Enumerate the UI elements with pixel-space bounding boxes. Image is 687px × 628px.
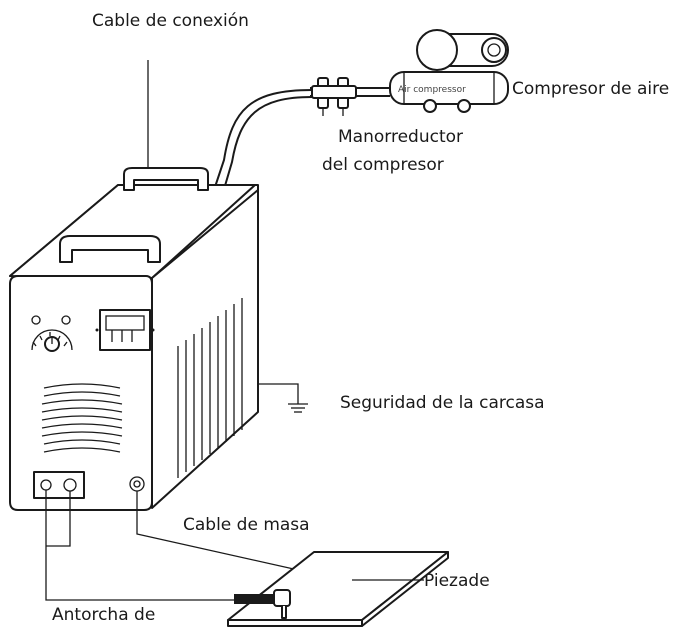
workpiece-plate-icon <box>227 551 449 627</box>
label-casing-safety: Seguridad de la carcasa <box>340 393 545 413</box>
side-vent-grille <box>177 298 243 478</box>
indicator-light-right-icon <box>61 315 71 325</box>
pressure-regulator-icon <box>310 77 390 116</box>
label-torch: Antorcha de <box>52 605 155 625</box>
torch-cable-branch <box>46 491 71 547</box>
current-knob-icon <box>31 329 73 352</box>
label-connection-cable: Cable de conexión <box>92 11 249 31</box>
compressor-tank-text: Air compressor <box>398 85 466 95</box>
torch-cable <box>45 490 236 601</box>
label-regulator-line1: Manorreductor <box>338 127 463 147</box>
air-compressor-icon: Air compressor <box>389 29 509 113</box>
label-ground-cable: Cable de masa <box>183 515 310 535</box>
front-vent-grille <box>41 383 123 453</box>
indicator-light-left-icon <box>31 315 41 325</box>
ground-symbol-icon <box>258 383 308 413</box>
air-hose <box>211 89 313 197</box>
ground-cable <box>136 491 317 575</box>
label-air-compressor: Compresor de aire <box>512 79 669 99</box>
label-workpiece: Piezade <box>424 571 490 591</box>
label-regulator-line2: del compresor <box>322 155 444 175</box>
air-hose-inner <box>221 96 313 197</box>
display-meter-icon <box>95 309 155 351</box>
plasma-cutter-machine-icon <box>9 167 259 511</box>
torch-icon <box>234 589 291 619</box>
